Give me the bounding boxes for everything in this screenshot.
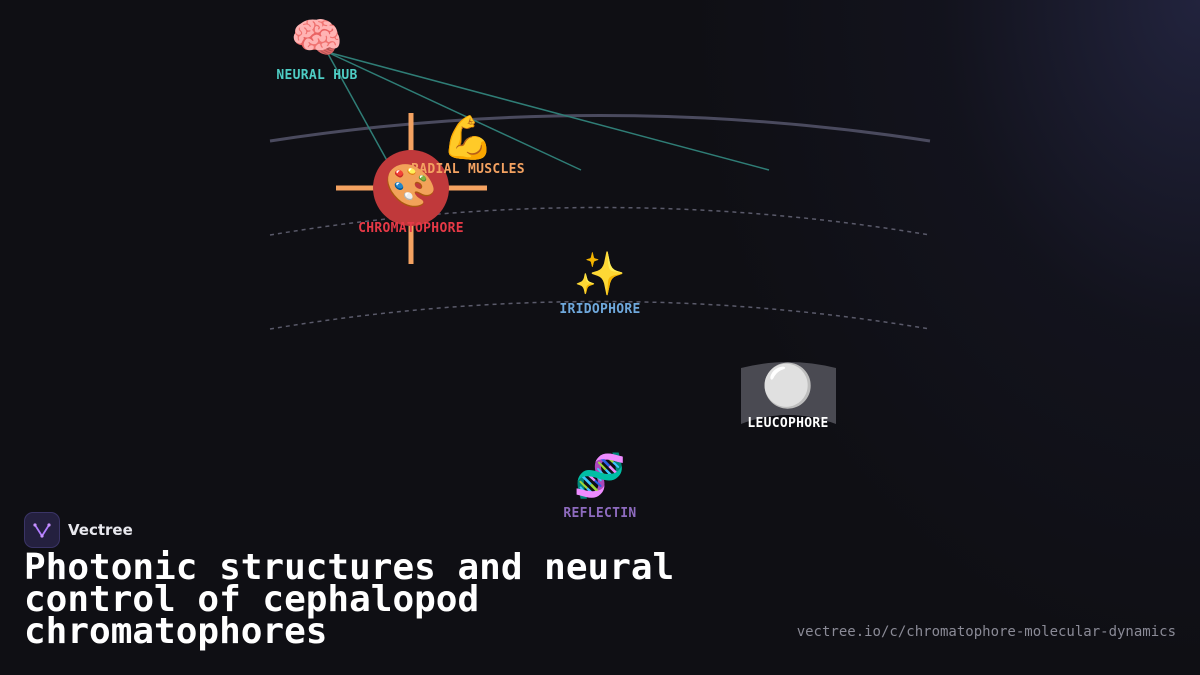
leucophore-dome	[741, 362, 836, 424]
leucophore-label: LEUCOPHORE	[747, 416, 829, 431]
chromatophore-label: CHROMATOPHORE	[358, 221, 464, 236]
connection-neural-hub-to-chromatophore	[326, 51, 391, 167]
neural-hub-label: NEURAL HUB	[276, 68, 358, 83]
radial-muscles-label: RADIAL MUSCLES	[411, 162, 525, 177]
vectree-logo-icon	[24, 512, 60, 548]
brain-icon: 🧠	[290, 13, 344, 62]
iridophore-node: ✨ IRIDOPHORE	[545, 249, 655, 318]
skin-surface-line	[269, 114, 931, 143]
chromatophore-sac	[373, 150, 449, 226]
brand: Vectree	[24, 512, 133, 548]
page-title: Photonic structures and neural control o…	[24, 547, 675, 652]
reflectin-node: 🧬 REFLECTIN	[550, 451, 650, 522]
neural-hub-node: 🧠 NEURAL HUB	[272, 13, 362, 84]
reflectin-label: REFLECTIN	[563, 506, 637, 521]
sparkles-icon: ✨	[573, 249, 627, 298]
deep-layer-boundary-line	[269, 300, 931, 330]
dna-icon: 🧬	[573, 451, 627, 500]
chromatophore-node: 🎨 CHROMATOPHORE	[346, 161, 476, 237]
brand-name: Vectree	[68, 521, 133, 539]
connection-neural-hub-to-muscle-b	[326, 51, 770, 171]
artist-palette-icon: 🎨	[384, 161, 438, 210]
white-circle-icon: ⚪	[761, 361, 815, 410]
radial-muscles-node: 💪 RADIAL MUSCLES	[408, 113, 528, 178]
flexed-biceps-icon: 💪	[441, 113, 495, 162]
source-url: vectree.io/c/chromatophore-molecular-dyn…	[796, 624, 1176, 640]
connection-neural-hub-to-muscle-a	[326, 51, 582, 171]
iridophore-label: IRIDOPHORE	[559, 302, 641, 317]
leucophore-node: ⚪ LEUCOPHORE	[733, 361, 843, 432]
dermis-boundary-line	[269, 206, 931, 236]
